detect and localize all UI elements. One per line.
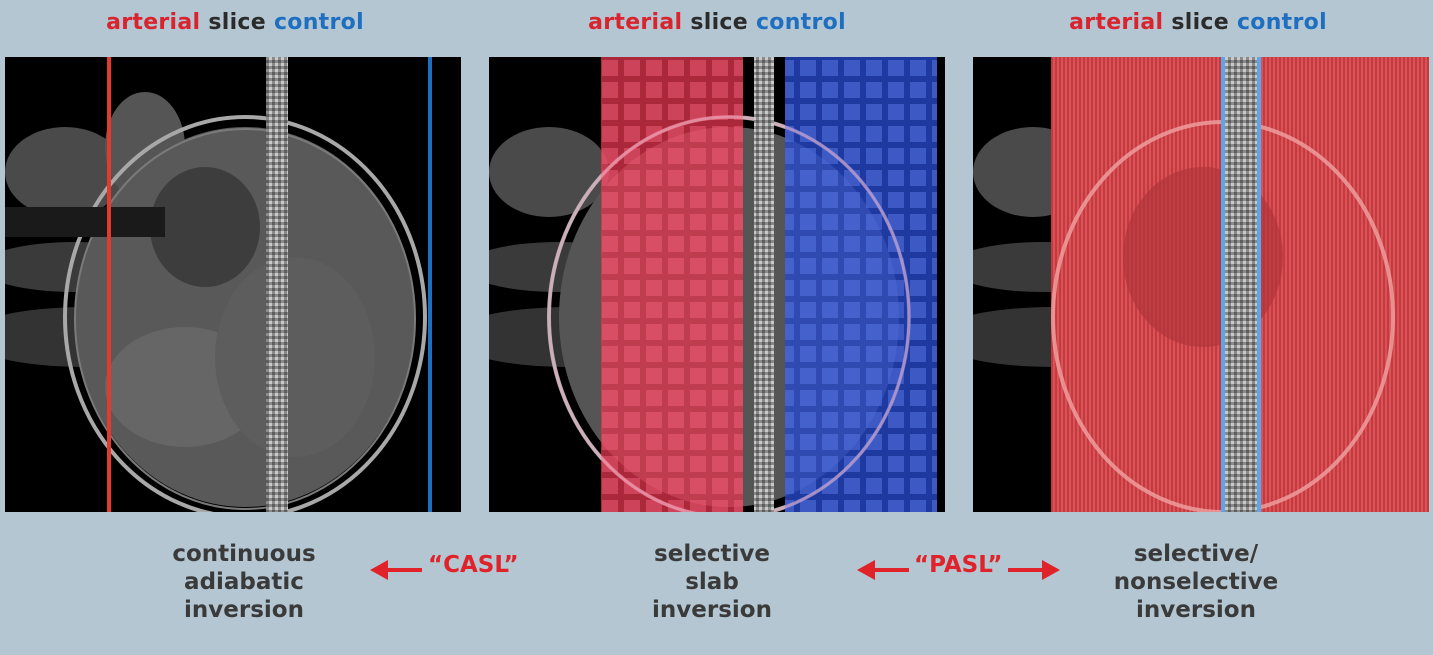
caption-line: continuous	[134, 540, 354, 568]
panel-2-title: arterial slice control	[487, 10, 947, 35]
pasl-label: “PASL”	[914, 552, 1003, 578]
caption-line: selective/	[1086, 540, 1306, 568]
pasl-arrow-left-icon	[857, 560, 909, 580]
panel-3-title: arterial slice control	[968, 10, 1428, 35]
caption-line: inversion	[134, 596, 354, 624]
arterial-word: arterial	[1069, 10, 1163, 35]
control-word: control	[274, 10, 364, 35]
caption-line: inversion	[602, 596, 822, 624]
slice-word: slice	[1171, 10, 1229, 35]
casl-arrow-left-icon	[370, 560, 422, 580]
caption-line: nonselective	[1086, 568, 1306, 596]
panel-2-caption: selective slab inversion	[602, 540, 822, 624]
panel-3-mri-image	[973, 57, 1429, 512]
caption-line: adiabatic	[134, 568, 354, 596]
panel-3-caption: selective/ nonselective inversion	[1086, 540, 1306, 624]
casl-label: “CASL”	[428, 552, 519, 578]
slice-word: slice	[208, 10, 266, 35]
slice-word: slice	[690, 10, 748, 35]
caption-line: inversion	[1086, 596, 1306, 624]
control-word: control	[756, 10, 846, 35]
panel-1-mri-image	[5, 57, 461, 512]
panel-1-title: arterial slice control	[5, 10, 465, 35]
panel-1-caption: continuous adiabatic inversion	[134, 540, 354, 624]
arterial-word: arterial	[106, 10, 200, 35]
arterial-word: arterial	[588, 10, 682, 35]
pasl-arrow-right-icon	[1008, 560, 1060, 580]
panel-2-mri-image	[489, 57, 945, 512]
caption-line: selective	[602, 540, 822, 568]
control-word: control	[1237, 10, 1327, 35]
caption-line: slab	[602, 568, 822, 596]
